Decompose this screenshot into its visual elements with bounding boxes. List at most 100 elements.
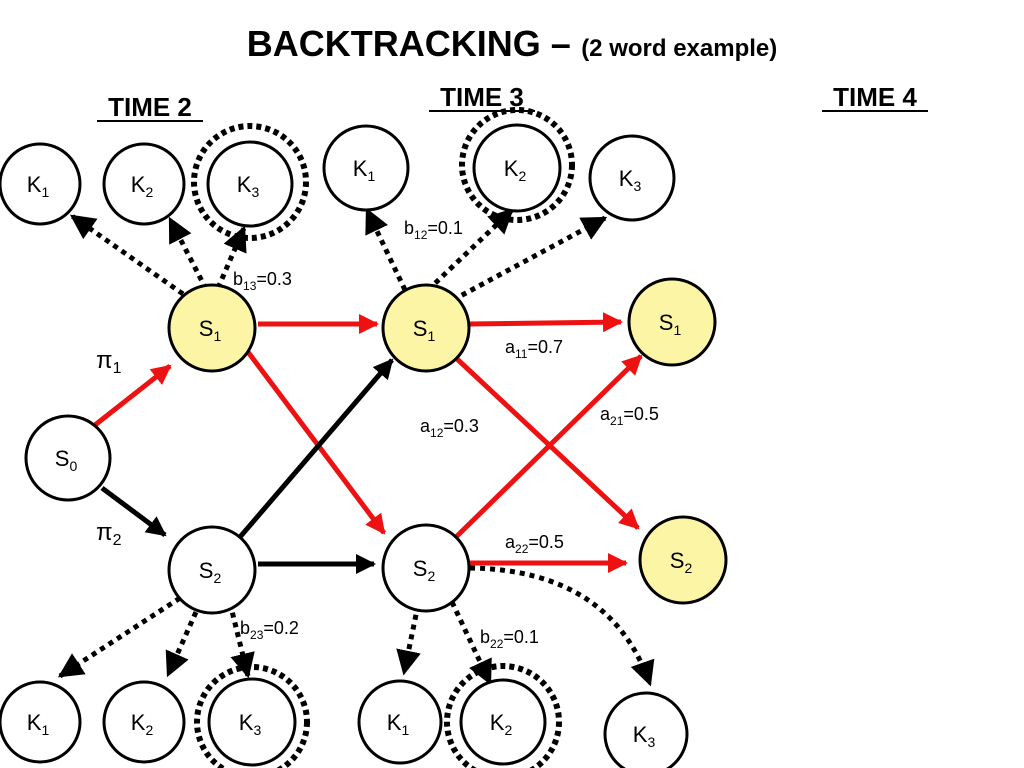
node-circle xyxy=(459,678,547,766)
node-t4-s2: S2 xyxy=(638,515,728,605)
highlight-ring-t3-top-k2 xyxy=(459,107,575,223)
label-a21: a21=0.5 xyxy=(600,404,659,428)
label-sub: 12 xyxy=(414,228,428,242)
title-main: BACKTRACKING – xyxy=(247,23,571,64)
highlight-ring-t2-bot-k3 xyxy=(194,664,310,768)
node-circle xyxy=(167,283,257,373)
label-pi1: π1 xyxy=(96,347,122,377)
node-label-sub: 2 xyxy=(427,568,435,584)
node-label-sub: 2 xyxy=(145,184,153,200)
label-value: =0.2 xyxy=(263,618,299,638)
node-label: S2 xyxy=(413,556,436,584)
edge-s0-t2s1 xyxy=(93,364,172,427)
node-label: K3 xyxy=(237,172,260,200)
node-label: K1 xyxy=(353,156,376,184)
node-label-main: K xyxy=(27,172,42,197)
label-main: a xyxy=(420,416,431,436)
node-label: K2 xyxy=(131,172,154,200)
node-circle xyxy=(322,124,410,212)
node-label-main: S xyxy=(199,558,214,583)
label-main: a xyxy=(505,532,516,552)
node-t3-bot-k3: K3 xyxy=(603,691,689,768)
node-label: S1 xyxy=(199,316,222,344)
node-label: K3 xyxy=(619,166,642,194)
node-label-sub: 2 xyxy=(145,722,153,738)
node-circle xyxy=(0,680,82,764)
label-sub: 11 xyxy=(515,347,528,361)
emit-t2s1-k1 xyxy=(69,213,185,297)
label-b23: b23=0.2 xyxy=(240,618,299,642)
label-value: =0.7 xyxy=(527,337,563,357)
node-label: K1 xyxy=(387,710,410,738)
node-label-main: K xyxy=(490,710,505,735)
node-label-sub: 1 xyxy=(673,322,681,338)
edges xyxy=(57,207,655,687)
label-sub: 1 xyxy=(113,360,122,377)
highlight-ring-t3-bot-k2 xyxy=(444,663,562,768)
label-sub: 21 xyxy=(610,414,624,428)
node-label: K1 xyxy=(27,172,50,200)
node-t3-bot-k2: K2 xyxy=(459,678,547,766)
time-label-3: TIME 3 xyxy=(440,82,524,112)
node-circle xyxy=(588,134,676,222)
node-t2-top-k1: K1 xyxy=(0,142,82,226)
edge-t3s2-t4s1 xyxy=(453,354,643,540)
node-circle xyxy=(207,677,297,767)
node-label-sub: 1 xyxy=(41,184,49,200)
node-label: K1 xyxy=(27,710,50,738)
emit-t2s2-k3 xyxy=(227,602,255,679)
node-label-sub: 1 xyxy=(367,168,375,184)
edge-t3s1-t4s2 xyxy=(454,356,640,530)
node-circle xyxy=(357,679,443,765)
label-main: π xyxy=(96,347,113,374)
time-header-2: TIME 2 xyxy=(97,92,203,122)
time-header-3: TIME 3 xyxy=(429,82,535,112)
node-label: K2 xyxy=(490,710,513,738)
node-label-main: K xyxy=(353,156,368,181)
emit-t3s1-k3 xyxy=(451,215,608,303)
edge-t2s1-t3s2 xyxy=(246,350,386,535)
label-main: b xyxy=(404,218,414,238)
emit-t2s1-k3 xyxy=(215,225,247,289)
node-t4-s1: S1 xyxy=(627,277,717,367)
node-label: K3 xyxy=(633,722,656,750)
node-t3-s2: S2 xyxy=(381,523,471,613)
node-label-sub: 2 xyxy=(213,570,221,586)
observation-highlights xyxy=(191,107,575,768)
highlight-ring-t2-top-k3 xyxy=(191,123,309,241)
node-label-sub: 2 xyxy=(518,168,526,184)
node-label-sub: 2 xyxy=(684,560,692,576)
node-s0: S0 xyxy=(24,414,112,502)
label-pi2: π2 xyxy=(96,519,122,549)
node-label-main: S xyxy=(55,446,70,471)
node-label: S2 xyxy=(670,548,693,576)
node-label: K2 xyxy=(504,156,527,184)
label-sub: 13 xyxy=(243,279,257,293)
node-label-main: K xyxy=(131,172,146,197)
label-value: =0.1 xyxy=(503,627,539,647)
node-t3-top-k3: K3 xyxy=(588,134,676,222)
emit-t2s1-k2 xyxy=(167,216,209,291)
label-value: =0.5 xyxy=(528,532,564,552)
node-label: S1 xyxy=(659,310,682,338)
node-t3-top-k1: K1 xyxy=(322,124,410,212)
label-sub: 12 xyxy=(430,426,444,440)
node-label-main: K xyxy=(131,710,146,735)
label-main: b xyxy=(240,618,250,638)
node-label-sub: 1 xyxy=(427,328,435,344)
node-circle xyxy=(167,525,257,615)
emit-t2s2-k2 xyxy=(165,601,203,678)
node-label-main: K xyxy=(619,166,634,191)
label-sub: 2 xyxy=(113,532,122,549)
emit-t3s2-k1 xyxy=(396,604,421,676)
label-a11: a11=0.7 xyxy=(505,337,563,361)
time-label-4: TIME 4 xyxy=(833,82,917,112)
node-label-main: K xyxy=(387,710,402,735)
time-header-4: TIME 4 xyxy=(822,82,928,112)
node-circle xyxy=(24,414,112,502)
node-label-main: S xyxy=(413,316,428,341)
node-label-sub: 3 xyxy=(647,734,655,750)
node-circle xyxy=(638,515,728,605)
